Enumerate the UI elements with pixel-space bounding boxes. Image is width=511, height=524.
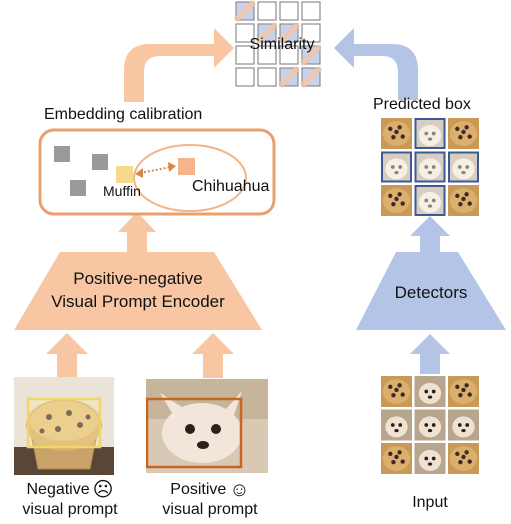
positive-prompt-line-2: visual prompt (162, 501, 258, 518)
chihuahua-tile (381, 151, 412, 183)
detectors-label: Detectors (394, 283, 468, 302)
negative-prompt-line-1: Negative (26, 481, 90, 498)
similarity-cell (301, 1, 321, 21)
chihuahua-tile (381, 409, 412, 441)
muffin-tile (381, 118, 412, 149)
similarity-cell-shade (299, 65, 323, 89)
chihuahua-tile (414, 376, 446, 407)
negative-prompt-image (14, 377, 114, 475)
similarity-cell-shade (255, 21, 279, 45)
muffin-tile (448, 443, 479, 474)
chihuahua-tile (414, 443, 446, 474)
negative-prompt-line-2: visual prompt (22, 501, 118, 518)
encoder-trapezoid (14, 252, 262, 330)
predicted-box-outline (381, 151, 412, 183)
similarity-cell-shade (277, 65, 301, 89)
predicted-box-outline (448, 151, 479, 183)
muffin-tile (448, 376, 479, 407)
positive-prompt-arrow (192, 333, 234, 378)
similarity-cell-shade (299, 43, 323, 67)
chihuahua-tile (414, 118, 446, 149)
similarity-cell (257, 45, 277, 65)
chihuahua-label: Chihuahua (192, 178, 270, 195)
happy-face-icon: ☺ (229, 479, 250, 501)
chihuahua-tile (448, 151, 479, 183)
negative-prompt-caption: Negative☹ visual prompt (0, 480, 140, 520)
similarity-cell (279, 1, 299, 21)
chihuahua-tile (414, 409, 446, 441)
negative-prompt-arrow (46, 333, 88, 378)
sad-face-icon: ☹ (92, 479, 114, 501)
detectors-to-predicted-arrow (410, 216, 450, 252)
encoder-title: Positive-negative Visual Prompt Encoder (14, 268, 262, 314)
predicted-highlight-overlay (414, 151, 446, 183)
predicted-box-outline (414, 185, 446, 216)
chihuahua-tile (414, 185, 446, 216)
calibration-box (38, 128, 276, 216)
similarity-cell (235, 67, 255, 87)
grey-square-1 (54, 146, 70, 162)
input-image-grid (381, 376, 479, 474)
predicted-box-grid (381, 118, 479, 216)
encoder-line-1: Positive-negative (73, 269, 203, 288)
muffin-tile (448, 185, 479, 216)
muffin-tile (381, 443, 412, 474)
similarity-cell-shade (233, 0, 257, 23)
predicted-highlight-overlay (414, 118, 446, 149)
similarity-label: Similarity (249, 36, 315, 53)
chihuahua-embedding (178, 158, 195, 175)
right-curved-arrow (334, 28, 418, 100)
predicted-highlight-overlay (414, 185, 446, 216)
predicted-highlight-overlay (381, 151, 412, 183)
calibration-dotted-arrow (139, 166, 172, 174)
muffin-label: Muffin (103, 183, 141, 199)
positive-prompt-caption: Positive☺ visual prompt (140, 480, 280, 520)
predicted-box-label: Predicted box (373, 96, 471, 113)
chihuahua-tile (448, 409, 479, 441)
predicted-highlight-overlay (448, 151, 479, 183)
positive-prompt-line-1: Positive (170, 481, 227, 498)
positive-prompt-image (146, 379, 268, 473)
muffin-embedding (116, 166, 133, 183)
muffin-tile (448, 118, 479, 149)
embedding-calibration-label: Embedding calibration (44, 106, 203, 123)
similarity-cell (279, 45, 299, 65)
embedding-ellipse (133, 144, 247, 212)
grey-square-3 (70, 180, 86, 196)
predicted-box-outline (414, 118, 446, 149)
input-label: Input (412, 494, 448, 511)
similarity-cell (235, 23, 255, 43)
left-curved-arrow (124, 28, 234, 102)
similarity-grid (233, 0, 323, 89)
similarity-cell (235, 45, 255, 65)
predicted-box-outline (414, 151, 446, 183)
encoder-to-calibration-arrow (118, 212, 156, 252)
similarity-cell (257, 1, 277, 21)
similarity-cell-shade (277, 21, 301, 45)
similarity-cell (301, 23, 321, 43)
grey-square-2 (92, 154, 108, 170)
encoder-line-2: Visual Prompt Encoder (51, 291, 225, 311)
input-to-detectors-arrow (410, 334, 450, 374)
similarity-cell (257, 67, 277, 87)
detectors-trapezoid (356, 252, 506, 330)
chihuahua-tile (414, 151, 446, 183)
muffin-tile (381, 185, 412, 216)
muffin-tile (381, 376, 412, 407)
